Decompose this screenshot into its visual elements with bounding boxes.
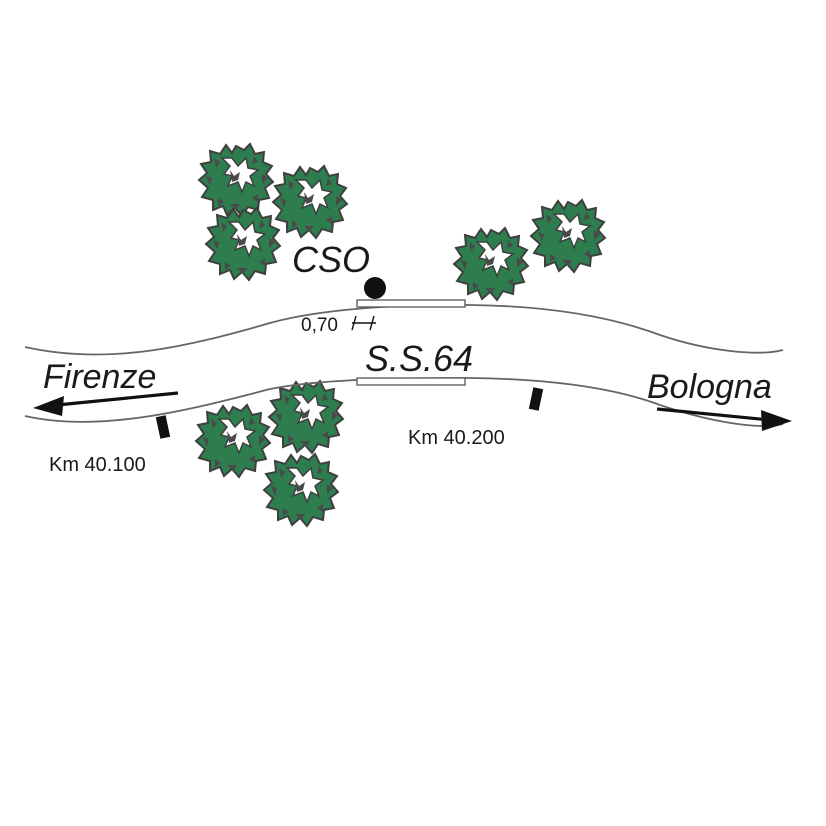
tree-icon [195,404,271,478]
direction-west-label: Firenze [43,358,156,396]
tree-icon [272,165,348,239]
tree-icon [205,207,281,281]
station-label: CSO [292,239,370,280]
bridge-south-rail [356,377,466,386]
tree-icon [453,227,529,301]
tree-group-north-east [453,199,606,301]
km-marker-east-icon [528,387,544,411]
arrow-right-icon [656,407,792,431]
direction-east-label: Bologna [647,368,772,406]
km-marker-west-icon [155,415,171,439]
distance-label: 0,70 [301,315,338,336]
tree-icon [268,380,344,454]
km-label-west: Km 40.100 [49,454,146,476]
road-name: S.S.64 [365,338,473,379]
arrow-left-icon [33,391,179,416]
distance-dimension-icon [351,315,376,331]
km-label-east: Km 40.200 [408,427,505,449]
tree-icon [198,143,274,217]
tree-icon [263,453,339,527]
station-marker-icon [364,277,386,299]
tree-icon [530,199,606,273]
bridge-north-rail [356,299,466,308]
